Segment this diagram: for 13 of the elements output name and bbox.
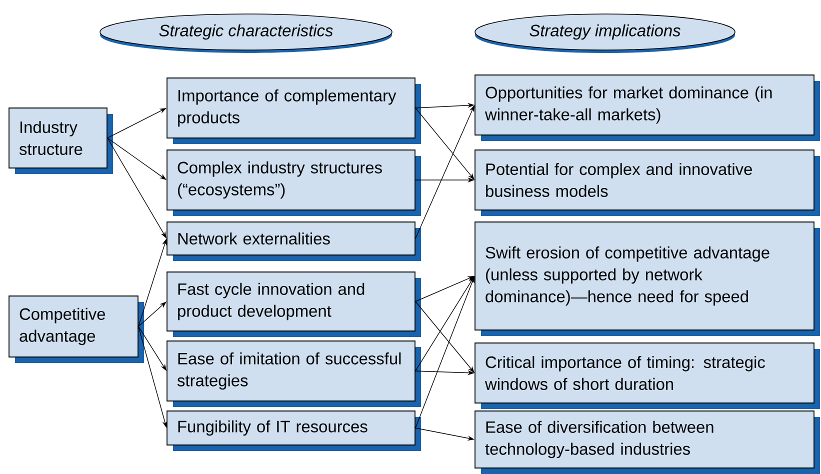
text-box: Network externalities: [166, 222, 421, 261]
text-box: Importance of complementary products: [166, 78, 421, 144]
text-box: Industry structure: [8, 108, 113, 174]
text-box: Fungibility of IT resources: [166, 410, 421, 451]
text-box: Swift erosion of competitive advantage (unless supported by network dominance)—hence need for speed: [474, 222, 820, 336]
text-box: Complex industry structures (“ecosystems”): [166, 150, 421, 216]
text-box: Competitive advantage: [8, 296, 144, 363]
text-box: Ease of imitation of successful strategies: [166, 340, 421, 407]
text-box: Critical importance of timing: strategic windows of short duration: [474, 342, 820, 409]
text-box: Ease of diversification between technology-based industries: [474, 410, 820, 474]
text-box: Fast cycle innovation and product development: [166, 272, 421, 337]
text-box: Potential for complex and innovative business models: [474, 150, 820, 216]
text-box: Opportunities for market dominance (in winner-take-all markets): [474, 74, 820, 141]
